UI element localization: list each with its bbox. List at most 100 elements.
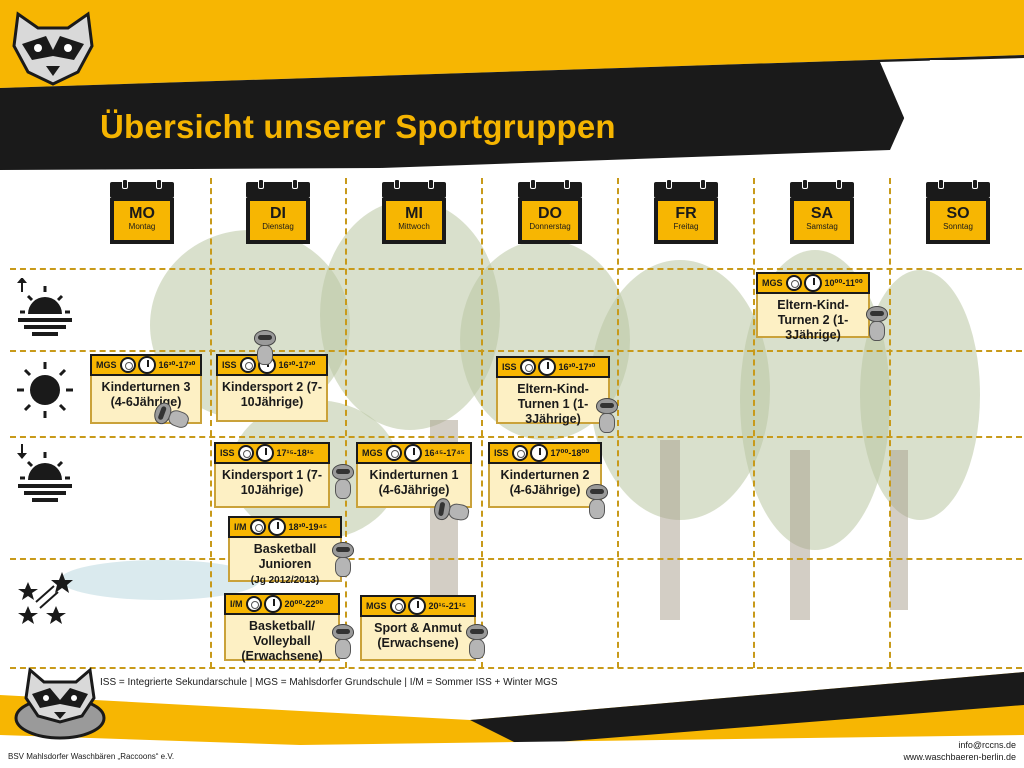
location-pin-icon	[245, 596, 262, 612]
location-pin-icon	[119, 357, 136, 373]
time-label: 20⁰⁰-22⁰⁰	[284, 598, 324, 609]
raccoon-mascot-icon	[330, 624, 356, 662]
location-label: MGS	[96, 360, 117, 370]
location-label: I/M	[234, 522, 247, 532]
clock-icon	[267, 518, 286, 536]
course-name: Eltern-Kind-Turnen 1 (1-3Jährige)	[517, 382, 589, 426]
clock-icon	[529, 444, 548, 462]
time-label: 10⁰⁰-11⁰⁰	[824, 277, 863, 288]
club-name: BSV Mahlsdorfer Waschbären „Raccoons“ e.…	[8, 752, 175, 761]
location-pin-icon	[511, 445, 528, 461]
course-name: Sport & Anmut (Erwachsene)	[374, 621, 462, 650]
location-label: MGS	[762, 278, 783, 288]
course-subtitle: (Jg 2012/2013)	[250, 575, 320, 586]
stars-icon	[18, 572, 73, 624]
raccoon-mascot-icon	[594, 398, 620, 436]
day-full: Sonntag	[943, 222, 973, 231]
location-pin-icon	[239, 357, 256, 373]
course-card[interactable]: I/M 20⁰⁰-22⁰⁰ Basketball/ Volleyball (Erw…	[224, 593, 340, 663]
location-label: ISS	[222, 360, 237, 370]
time-label: 18³⁰-19⁴⁵	[288, 521, 328, 532]
raccoon-mascot-icon	[14, 667, 106, 740]
raccoon-mascot-icon	[330, 542, 356, 580]
location-label: ISS	[494, 448, 509, 458]
day-full: Mittwoch	[398, 222, 430, 231]
location-pin-icon	[785, 275, 802, 291]
time-label: 20¹⁵-21¹⁵	[428, 601, 466, 611]
course-name: Kinderturnen 2 (4-6Jährige)	[500, 468, 590, 497]
time-label: 17¹⁵-18¹⁵	[276, 448, 314, 458]
time-label: 16³⁰-17³⁰	[278, 359, 316, 370]
clock-icon	[255, 444, 274, 462]
location-label: ISS	[502, 362, 517, 372]
clock-icon	[137, 356, 156, 374]
day-abbr: SA	[810, 205, 834, 222]
course-card[interactable]: MGS 16⁴⁵-17⁴⁵ Kinderturnen 1 (4-6Jährige)	[356, 442, 472, 508]
course-name: Basketball Junioren	[253, 542, 317, 571]
clock-icon	[407, 597, 426, 615]
sunset-icon	[17, 444, 72, 502]
raccoon-logo-icon	[12, 11, 94, 86]
raccoon-mascot-icon	[252, 330, 278, 368]
course-card[interactable]: ISS 16³⁰-17³⁰ Eltern-Kind-Turnen 1 (1-3Jä…	[496, 356, 610, 426]
raccoon-mascot-icon	[330, 464, 356, 502]
location-pin-icon	[385, 445, 402, 461]
clock-icon	[403, 444, 422, 462]
time-label: 16⁴⁵-17⁴⁵	[424, 448, 465, 458]
day-abbr: SO	[946, 205, 970, 222]
course-name: Kinderturnen 1 (4-6Jährige)	[369, 468, 459, 497]
course-card[interactable]: ISS 16³⁰-17³⁰ Kindersport 2 (7-10Jährige)	[216, 354, 328, 422]
day-abbr: DI	[270, 205, 286, 222]
location-label: MGS	[362, 448, 383, 458]
legend-text: ISS = Integrierte Sekundarschule | MGS =…	[100, 677, 558, 688]
day-full: Montag	[128, 222, 156, 231]
course-card[interactable]: MGS 10⁰⁰-11⁰⁰ Eltern-Kind-Turnen 2 (1-3Jä…	[756, 272, 870, 342]
website-link[interactable]: www.waschbaeren-berlin.de	[903, 752, 1016, 762]
location-pin-icon	[249, 519, 266, 535]
course-name: Kindersport 1 (7-10Jährige)	[221, 468, 322, 497]
sunrise-icon	[17, 278, 72, 336]
course-card[interactable]: MGS 20¹⁵-21¹⁵ Sport & Anmut (Erwachsene)	[360, 595, 476, 661]
course-name: Eltern-Kind-Turnen 2 (1-3Jährige)	[777, 298, 849, 342]
clock-icon	[537, 358, 556, 376]
time-label: 17⁰⁰-18⁰⁰	[550, 447, 590, 458]
raccoon-mascot-icon	[864, 306, 890, 344]
time-label: 16³⁰-17³⁰	[558, 361, 596, 372]
day-abbr: MO	[129, 205, 155, 222]
day-abbr: FR	[675, 205, 697, 222]
course-card[interactable]: ISS 17⁰⁰-18⁰⁰ Kinderturnen 2 (4-6Jährige)	[488, 442, 602, 508]
course-name: Basketball/ Volleyball (Erwachsene)	[241, 619, 323, 663]
clock-icon	[803, 274, 822, 292]
course-card[interactable]: I/M 18³⁰-19⁴⁵ Basketball Junioren (Jg 2012…	[228, 516, 342, 586]
page-title: Übersicht unserer Sportgruppen	[100, 108, 616, 145]
course-name: Kindersport 2 (7-10Jährige)	[222, 380, 323, 409]
location-label: ISS	[220, 448, 235, 458]
day-full: Dienstag	[262, 222, 294, 231]
raccoon-mascot-icon	[464, 624, 490, 662]
sun-icon	[17, 362, 73, 418]
time-label: 16³⁰-17³⁰	[158, 359, 196, 370]
location-label: I/M	[230, 599, 243, 609]
location-pin-icon	[519, 359, 536, 375]
clock-icon	[263, 595, 282, 613]
day-abbr: MI	[405, 205, 423, 222]
course-card[interactable]: ISS 17¹⁵-18¹⁵ Kindersport 1 (7-10Jährige)	[214, 442, 330, 508]
raccoon-mascot-icon	[584, 484, 610, 522]
location-pin-icon	[237, 445, 254, 461]
day-full: Donnerstag	[529, 222, 571, 231]
email-link[interactable]: info@rccns.de	[958, 740, 1016, 750]
location-pin-icon	[389, 598, 406, 614]
day-full: Samstag	[806, 222, 838, 231]
location-label: MGS	[366, 601, 387, 611]
day-abbr: DO	[538, 205, 562, 222]
day-full: Freitag	[673, 222, 699, 231]
